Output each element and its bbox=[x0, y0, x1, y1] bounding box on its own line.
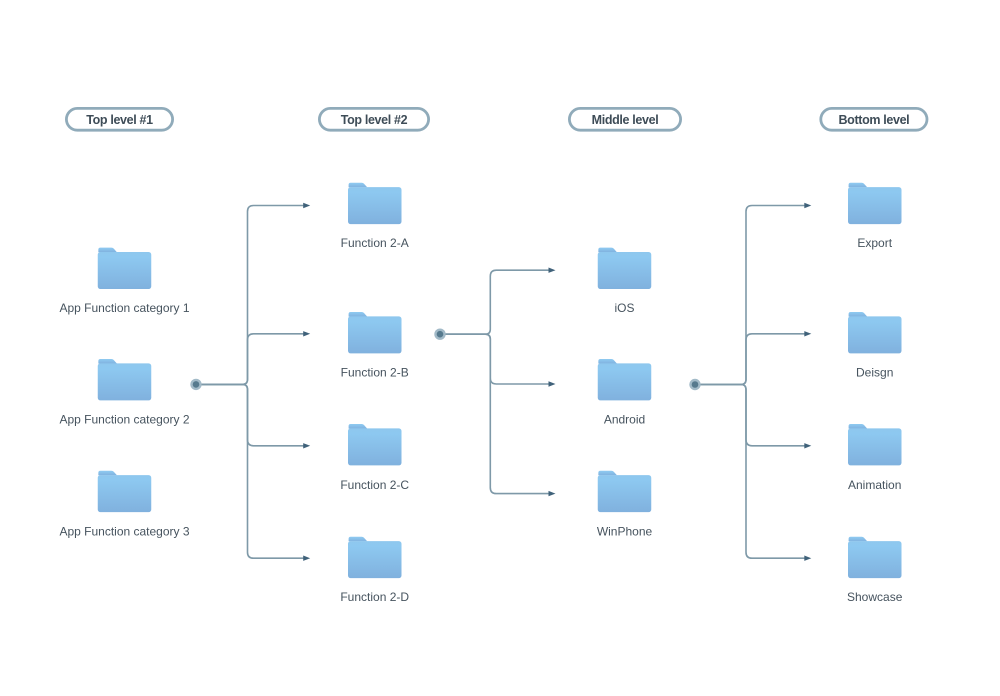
svg-text:Top level #1: Top level #1 bbox=[86, 113, 153, 127]
svg-text:Animation: Animation bbox=[848, 478, 901, 492]
svg-text:Function 2-A: Function 2-A bbox=[341, 236, 409, 250]
svg-text:App Function category 1: App Function category 1 bbox=[59, 301, 189, 315]
svg-text:Deisgn: Deisgn bbox=[856, 365, 893, 379]
svg-text:Function 2-B: Function 2-B bbox=[341, 365, 409, 379]
svg-text:Middle level: Middle level bbox=[592, 113, 659, 127]
svg-text:App Function category 2: App Function category 2 bbox=[59, 413, 189, 427]
svg-text:Bottom level: Bottom level bbox=[838, 113, 909, 127]
svg-text:App Function category 3: App Function category 3 bbox=[59, 524, 189, 538]
svg-text:Function 2-D: Function 2-D bbox=[340, 590, 409, 604]
svg-text:Top level #2: Top level #2 bbox=[341, 113, 408, 127]
svg-text:iOS: iOS bbox=[614, 301, 634, 315]
svg-text:WinPhone: WinPhone bbox=[597, 524, 653, 538]
svg-text:Export: Export bbox=[857, 236, 892, 250]
svg-text:Android: Android bbox=[604, 413, 645, 427]
svg-text:Function 2-C: Function 2-C bbox=[340, 478, 409, 492]
svg-text:Showcase: Showcase bbox=[847, 590, 903, 604]
